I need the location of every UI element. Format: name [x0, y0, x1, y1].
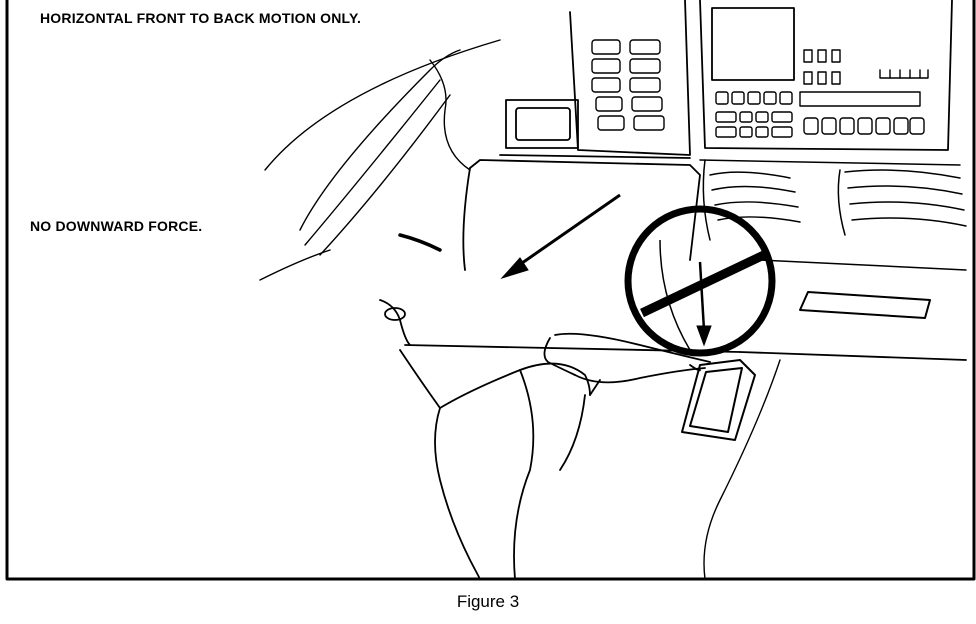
instruction-horizontal-motion: HORIZONTAL FRONT TO BACK MOTION ONLY. — [40, 10, 362, 26]
instruction-no-downward-force: NO DOWNWARD FORCE. — [30, 218, 203, 234]
arrow-icon — [500, 193, 621, 280]
air-vents — [699, 159, 967, 271]
lower-dash-lines — [259, 249, 781, 580]
switch-grid-right — [715, 49, 929, 138]
figure-border — [5, 0, 976, 581]
console-tab — [681, 291, 931, 441]
pillar-lines — [264, 39, 501, 256]
dashboard-console — [505, 0, 953, 156]
no-symbol-icon — [624, 205, 776, 357]
figure-caption: Figure 3 — [456, 592, 520, 611]
hand-and-arm — [399, 332, 711, 580]
switch-grid-left — [591, 39, 665, 131]
figure-illustration — [5, 0, 976, 581]
